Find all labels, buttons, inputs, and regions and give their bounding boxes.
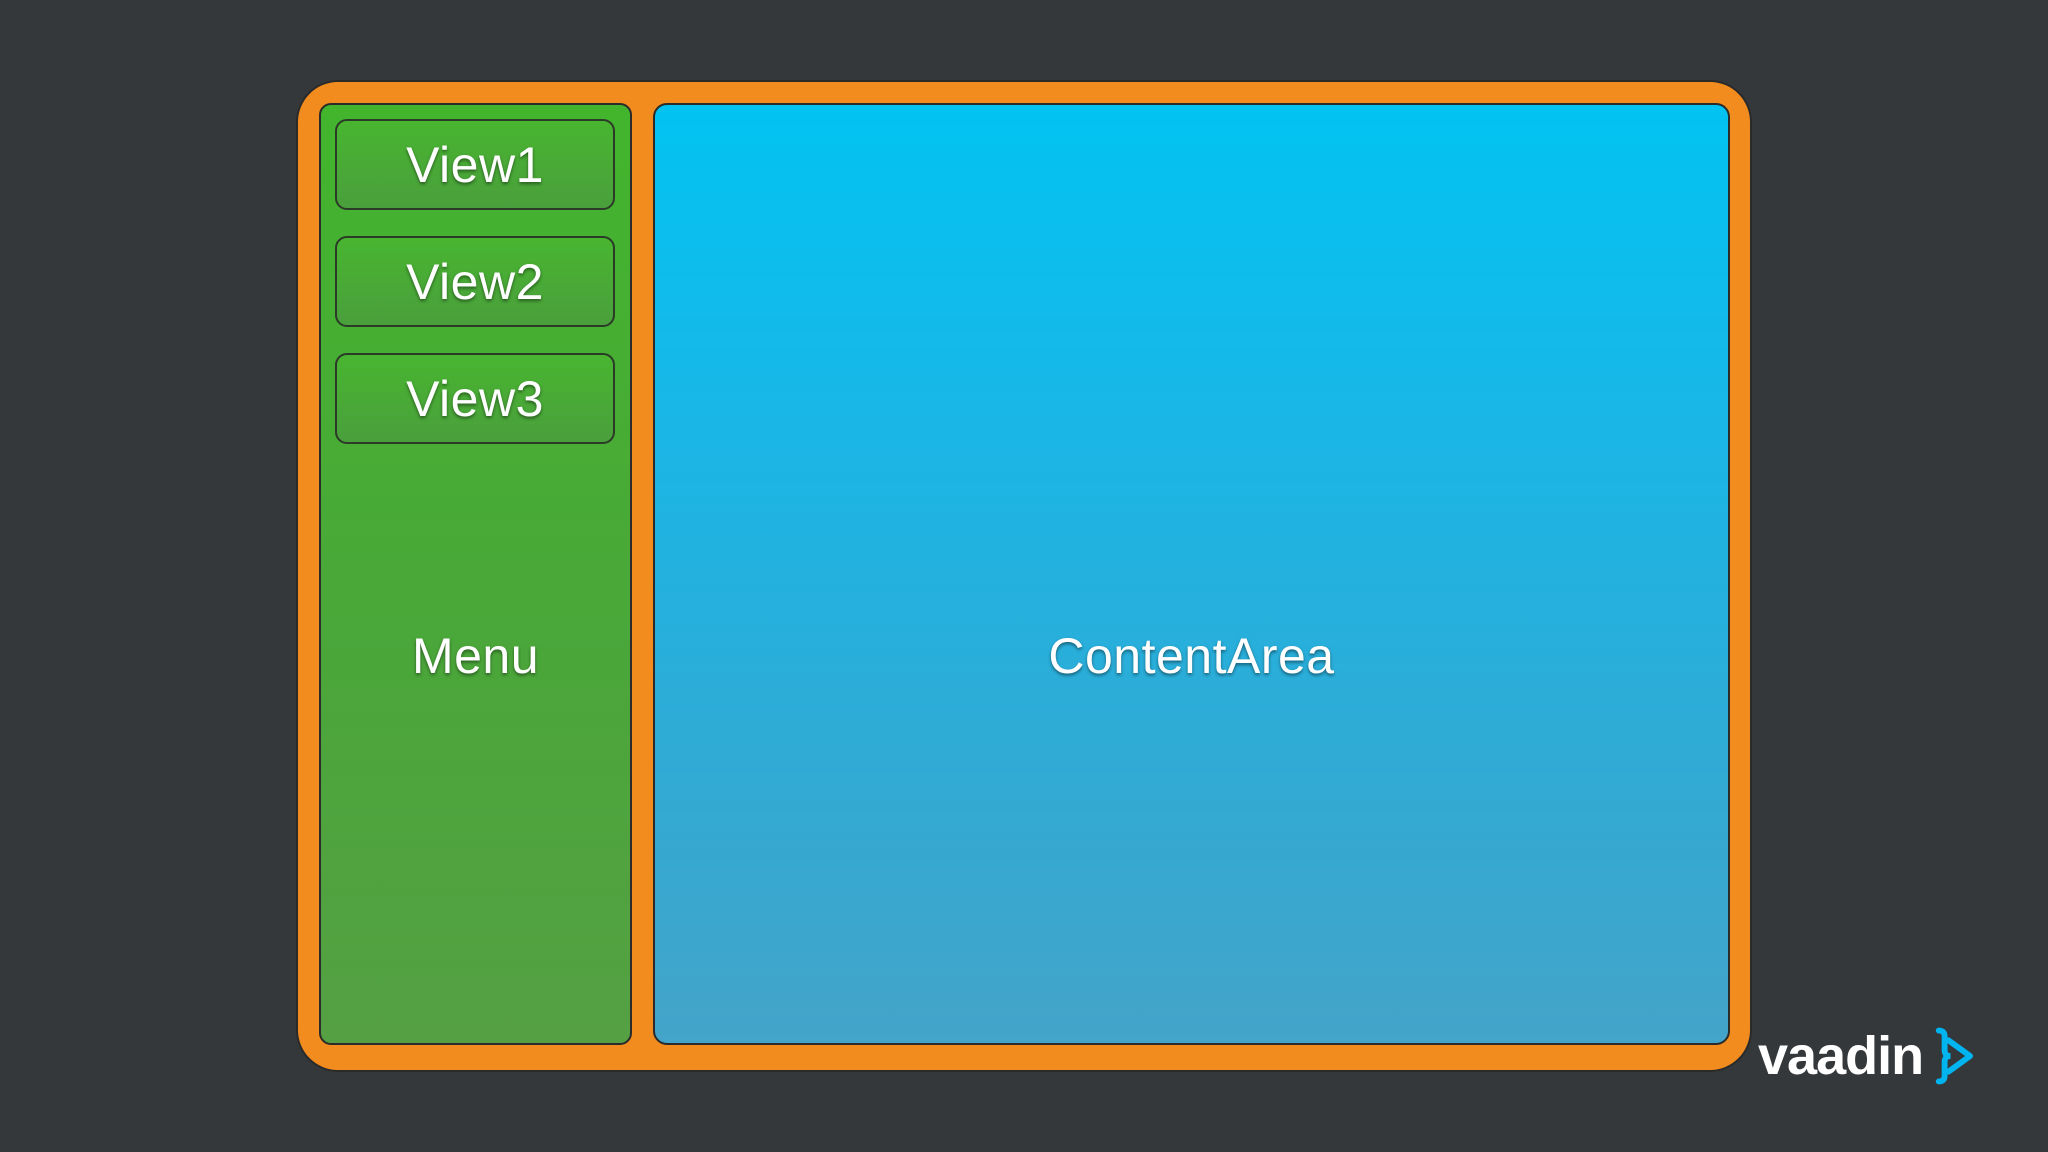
view3-button[interactable]: View3	[335, 353, 615, 444]
view1-button-label: View1	[406, 136, 544, 193]
app-frame: View1 View2 View3 Menu ContentArea	[296, 80, 1752, 1072]
vaadin-logo-text: vaadin	[1758, 1026, 1924, 1086]
content-area-label: ContentArea	[1048, 628, 1335, 684]
menu-panel: View1 View2 View3 Menu	[319, 103, 632, 1045]
view2-button[interactable]: View2	[335, 236, 615, 327]
view2-button-label: View2	[406, 253, 544, 310]
menu-label: Menu	[411, 628, 540, 684]
view1-button[interactable]: View1	[335, 119, 615, 210]
vaadin-logo: vaadin	[1758, 1024, 1978, 1088]
content-area: ContentArea	[653, 103, 1730, 1045]
view3-button-label: View3	[406, 370, 544, 427]
vaadin-brace-arrow-icon	[1935, 1027, 1974, 1085]
